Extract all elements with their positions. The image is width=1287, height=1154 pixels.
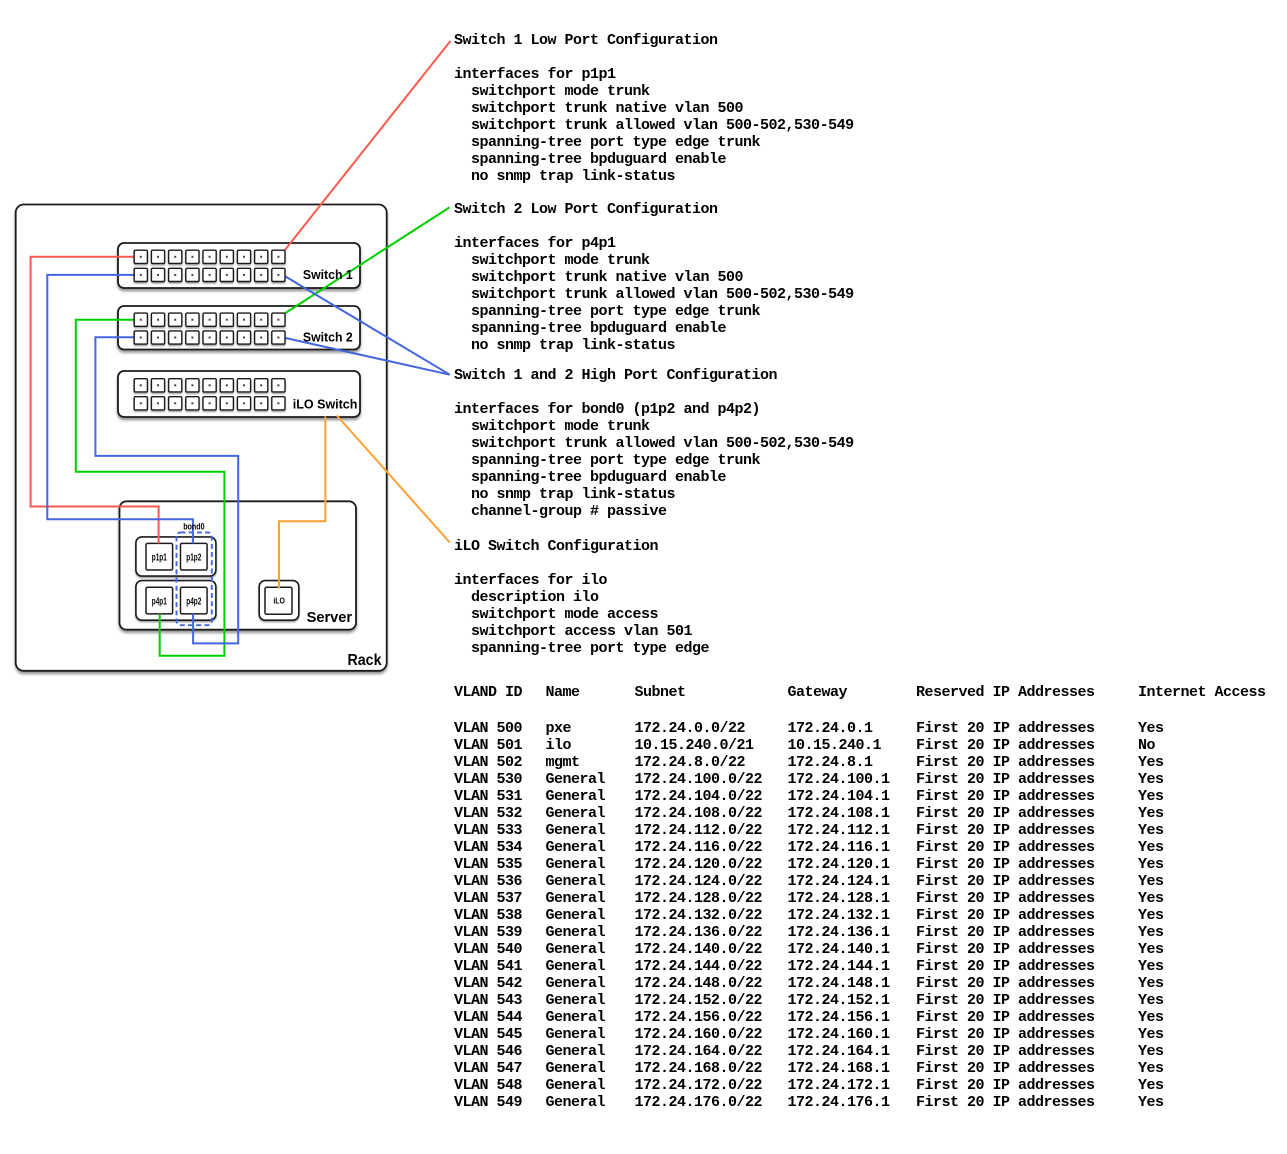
svg-text:Server: Server: [307, 610, 353, 626]
svg-text:Rack: Rack: [348, 652, 382, 669]
svg-text:p1p1: p1p1: [152, 553, 167, 564]
svg-text:p1p2: p1p2: [186, 553, 201, 564]
svg-text:Switch 1: Switch 1: [303, 267, 353, 282]
svg-text:bond0: bond0: [183, 522, 204, 533]
svg-text:iLO Switch: iLO Switch: [293, 398, 358, 412]
svg-text:p4p2: p4p2: [186, 596, 201, 607]
svg-text:p4p1: p4p1: [152, 596, 167, 607]
svg-text:Switch 2: Switch 2: [303, 330, 353, 345]
svg-text:iLO: iLO: [273, 597, 285, 606]
